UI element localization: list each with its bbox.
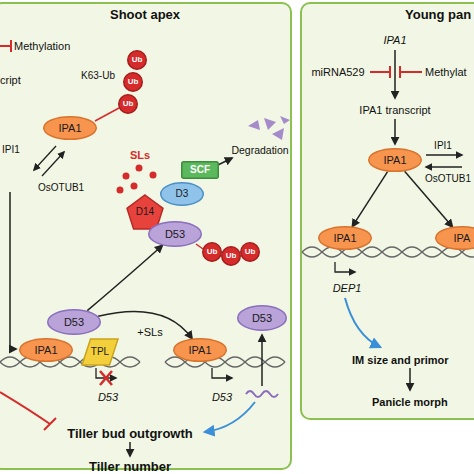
protein-ellipse-shape [238, 306, 287, 331]
protein-ellipse: IPA1 [318, 226, 372, 250]
protein-ellipse-shape [161, 183, 204, 206]
ubiquitin-circle: Ub [240, 242, 260, 262]
ubiquitin-circle: Ub [127, 50, 147, 70]
protein-ellipse-shape [149, 222, 202, 247]
node-label: IPA1 [34, 345, 57, 356]
protein-ellipse-shape [174, 339, 227, 362]
node-label: Ub [128, 78, 139, 86]
node-label: Ub [132, 56, 143, 64]
text-label: K63-Ub [81, 71, 115, 81]
flow-arrow [129, 442, 131, 456]
node-label: Ub [207, 248, 218, 256]
ubiquitin-circle: Ub [118, 94, 138, 114]
protein-ellipse-shape [20, 339, 73, 362]
strigolactone-dot [123, 173, 130, 180]
complex-box: SCF [181, 161, 219, 179]
protein-ellipse: D3 [160, 182, 204, 206]
ubiquitin-circle-shape [222, 247, 241, 266]
node-label: IPA1 [188, 345, 211, 356]
ubiquitin-circle: Ub [202, 242, 222, 262]
node-label: TPL [91, 347, 109, 357]
panel-title: Shoot apex [110, 8, 180, 21]
ubiquitin-circle: Ub [123, 72, 143, 92]
text-label: DEP1 [333, 283, 362, 294]
reaction-arrow [426, 166, 462, 167]
protein-ellipse: IPA1 [43, 116, 97, 140]
text-label: Tiller bud outgrowth [67, 427, 192, 440]
protein-ellipse: IPA1 [19, 338, 73, 362]
protein-ellipse: D53 [237, 305, 287, 331]
text-label: Methylation [14, 41, 70, 52]
flow-arrow [394, 119, 396, 144]
strigolactone-dot [131, 183, 138, 190]
text-label: IPI1 [434, 141, 452, 151]
panel: Shoot apexIPA1UbUbUbSCFD14D3D53UbUbUbD53… [0, 2, 292, 470]
ubiquitin-circle: Ub [221, 246, 241, 266]
node-label: IPA [454, 233, 471, 244]
node-label: D53 [64, 317, 84, 328]
receptor-pentagon-shape [127, 195, 163, 229]
text-label: OsOTUB1 [38, 183, 84, 193]
node-label: SCF [190, 165, 210, 175]
text-label: Panicle morph [372, 397, 448, 408]
node-label: Ub [226, 252, 237, 260]
strigolactone-dot [150, 172, 157, 179]
protein-ellipse: IPA1 [368, 148, 422, 172]
node-label: IPA1 [58, 123, 81, 134]
text-label: OsOTUB1 [425, 174, 471, 184]
node-label: D14 [136, 207, 154, 217]
text-label: miRNA529 [311, 67, 364, 78]
node-label: D53 [165, 229, 185, 240]
protein-ellipse: D53 [148, 221, 202, 247]
text-label: cript [0, 75, 21, 86]
node-label: Ub [245, 248, 256, 256]
complex-box-shape [182, 162, 219, 179]
text-label: IPA1 [383, 35, 406, 46]
text-label: D53 [98, 392, 118, 403]
node-label: IPA1 [383, 155, 406, 166]
translation-arrow [261, 335, 263, 386]
reaction-arrow [426, 154, 462, 155]
node-label: D3 [176, 189, 189, 199]
protein-ellipse: IPA1 [173, 338, 227, 362]
text-label: SLs [130, 150, 150, 161]
strigolactone-dot [117, 187, 124, 194]
flow-arrow [409, 368, 411, 390]
panel-title: Young pan [405, 8, 471, 21]
text-label: Methylat [425, 67, 467, 78]
text-label: D53 [212, 392, 232, 403]
text-label: IPA1 transcript [359, 105, 430, 116]
node-label: D53 [252, 313, 272, 324]
protein-ellipse-shape [44, 117, 97, 140]
text-label: Degradation [231, 145, 288, 156]
protein-ellipse: D53 [47, 309, 101, 335]
ubiquitin-circle-shape [119, 95, 138, 114]
protein-ellipse: IPA [435, 226, 474, 250]
ubiquitin-circle-shape [128, 51, 147, 70]
corepressor-shape-shape [82, 339, 118, 365]
protein-ellipse-shape [48, 310, 101, 335]
text-label: Tiller number [89, 460, 171, 473]
corepressor-shape: TPL [81, 338, 119, 366]
protein-ellipse-shape [369, 149, 422, 172]
protein-ellipse-shape [319, 227, 372, 250]
ubiquitin-circle-shape [241, 243, 260, 262]
text-label: IM size and primor [352, 355, 449, 366]
strigolactone-dot [136, 165, 143, 172]
edge-label: +SLs [137, 327, 162, 338]
text-label: IPI1 [2, 145, 20, 155]
ubiquitin-circle-shape [124, 73, 143, 92]
protein-ellipse-shape [436, 227, 474, 250]
node-label: Ub [123, 100, 134, 108]
node-label: IPA1 [333, 233, 356, 244]
flow-arrow [394, 50, 396, 98]
ubiquitin-circle-shape [203, 243, 222, 262]
